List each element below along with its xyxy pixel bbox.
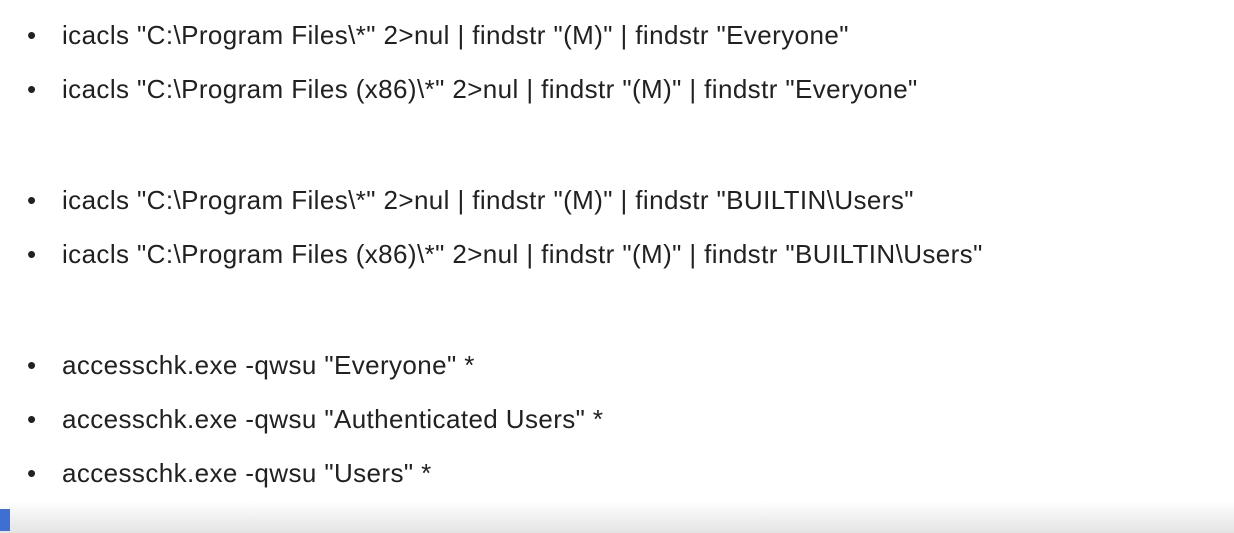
command-text: icacls "C:\Program Files (x86)\*" 2>nul … bbox=[62, 239, 983, 269]
command-group: • icacls "C:\Program Files\*" 2>nul | fin… bbox=[0, 8, 1234, 116]
bullet-icon: • bbox=[27, 458, 37, 488]
bullet-icon: • bbox=[27, 404, 37, 434]
command-group: • accesschk.exe -qwsu "Everyone" * • access… bbox=[0, 338, 1234, 500]
command-group: • icacls "C:\Program Files\*" 2>nul | fin… bbox=[0, 173, 1234, 281]
command-line: • icacls "C:\Program Files (x86)\*" 2>nul… bbox=[0, 62, 1234, 116]
bullet-icon: • bbox=[27, 350, 37, 380]
command-line: • icacls "C:\Program Files (x86)\*" 2>nul… bbox=[0, 227, 1234, 281]
command-line: • accesschk.exe -qwsu "Users" * bbox=[0, 446, 1234, 500]
bullet-icon: • bbox=[27, 239, 37, 269]
command-text: accesschk.exe -qwsu "Users" * bbox=[62, 458, 432, 488]
command-line: • icacls "C:\Program Files\*" 2>nul | fin… bbox=[0, 8, 1234, 62]
progress-marker bbox=[0, 509, 10, 531]
command-text: icacls "C:\Program Files\*" 2>nul | find… bbox=[62, 185, 914, 215]
command-line: • icacls "C:\Program Files\*" 2>nul | fin… bbox=[0, 173, 1234, 227]
player-bottom-bar bbox=[0, 503, 1234, 533]
command-groups: • icacls "C:\Program Files\*" 2>nul | fin… bbox=[0, 8, 1234, 500]
command-text: accesschk.exe -qwsu "Authenticated Users… bbox=[62, 404, 604, 434]
command-text: icacls "C:\Program Files\*" 2>nul | find… bbox=[62, 20, 849, 50]
command-text: icacls "C:\Program Files (x86)\*" 2>nul … bbox=[62, 74, 918, 104]
bullet-icon: • bbox=[27, 20, 37, 50]
command-line: • accesschk.exe -qwsu "Everyone" * bbox=[0, 338, 1234, 392]
bullet-icon: • bbox=[27, 185, 37, 215]
bullet-icon: • bbox=[27, 74, 37, 104]
command-text: accesschk.exe -qwsu "Everyone" * bbox=[62, 350, 475, 380]
command-line: • accesschk.exe -qwsu "Authenticated User… bbox=[0, 392, 1234, 446]
